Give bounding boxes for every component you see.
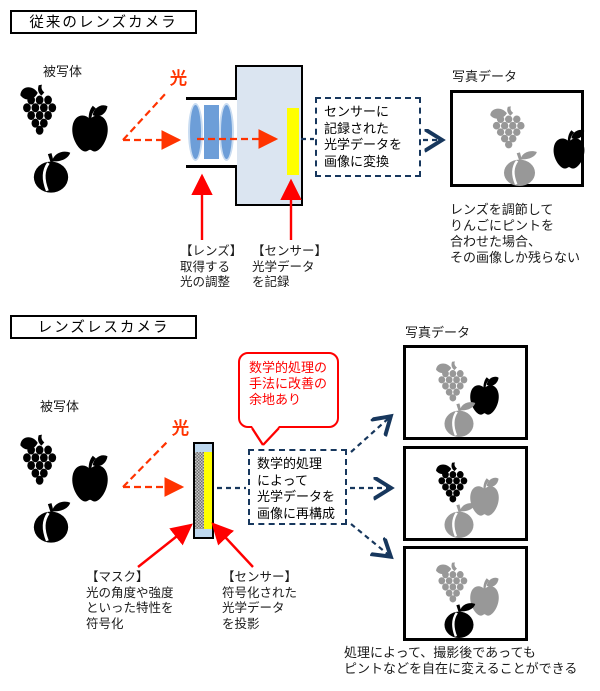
light-ray-diagonal-top — [122, 91, 168, 141]
mask-column — [195, 452, 204, 529]
section-title-conventional-camera: 従来のレンズカメラ — [10, 10, 197, 34]
lens-element-icon — [204, 105, 219, 159]
strip-cap — [195, 529, 212, 537]
process-box-sensor-to-image: センサーに 記録された 光学データを 画像に変換 — [315, 97, 421, 177]
photo-frame-apple-focus — [403, 345, 528, 440]
photo-data-label-bottom: 写真データ — [405, 325, 471, 340]
bubble-tail-edge — [251, 427, 264, 446]
photo-data-label-top: 写真データ — [452, 69, 518, 84]
subject-label-top: 被写体 — [43, 64, 83, 79]
arrow-to-mask — [137, 523, 193, 568]
light-label-top: 光 — [170, 69, 187, 88]
subject-label-bottom: 被写体 — [40, 399, 80, 414]
sensor-column — [204, 452, 212, 529]
section-title-lensless-camera: レンズレスカメラ — [10, 315, 197, 339]
lens-barrel — [186, 97, 237, 168]
sensor-strip — [287, 108, 299, 175]
peach-icon — [443, 601, 477, 640]
peach-icon — [32, 500, 72, 545]
grapes-icon — [490, 106, 525, 149]
apple-icon — [553, 129, 585, 169]
arrow-to-sensor-bottom — [211, 522, 254, 568]
light-ray-diagonal-bottom — [122, 439, 170, 488]
caption-bottom: 処理によって、撮影後であっても ピントなどを自在に変えることができる — [344, 645, 578, 676]
peach-icon — [443, 400, 477, 439]
grapes-icon — [20, 434, 57, 485]
mask-sensor-strip — [193, 442, 214, 539]
process-box-math-reconstruction: 数学的処理 によって 光学データを 画像に再構成 — [248, 449, 347, 525]
caption-top: レンズを調節して りんごにピントを 合わせた場合、 その画像しか残らない — [450, 202, 581, 265]
photo-frame-peach-focus — [403, 546, 528, 641]
lens-element-icon — [219, 103, 234, 161]
strip-cap — [195, 444, 212, 452]
arrow-to-photo-top — [350, 417, 390, 453]
arrow-to-photo-bottom — [350, 523, 390, 556]
lens-element-icon — [188, 103, 203, 161]
light-label-bottom: 光 — [172, 419, 189, 438]
bubble-tail — [252, 426, 279, 446]
peach-icon — [32, 150, 72, 195]
grapes-icon — [20, 84, 57, 135]
photo-frame-top — [450, 90, 585, 188]
lens-annotation: 【レンズ】 取得する 光の調整 — [180, 244, 243, 289]
peach-icon — [502, 149, 539, 188]
improvement-bubble: 数学的処理の 手法に改善の 余地あり — [238, 352, 339, 428]
sensor-annotation-top: 【センサー】 光学データ を記録 — [252, 244, 328, 289]
bubble-tail-edge — [262, 427, 280, 446]
peach-icon — [443, 501, 477, 540]
photo-frame-grapes-focus — [403, 446, 528, 541]
mask-annotation: 【マスク】 光の角度や強度 といった特性を 符号化 — [86, 570, 174, 631]
sensor-annotation-bottom: 【センサー】 符号化された 光学データ を投影 — [222, 570, 298, 631]
